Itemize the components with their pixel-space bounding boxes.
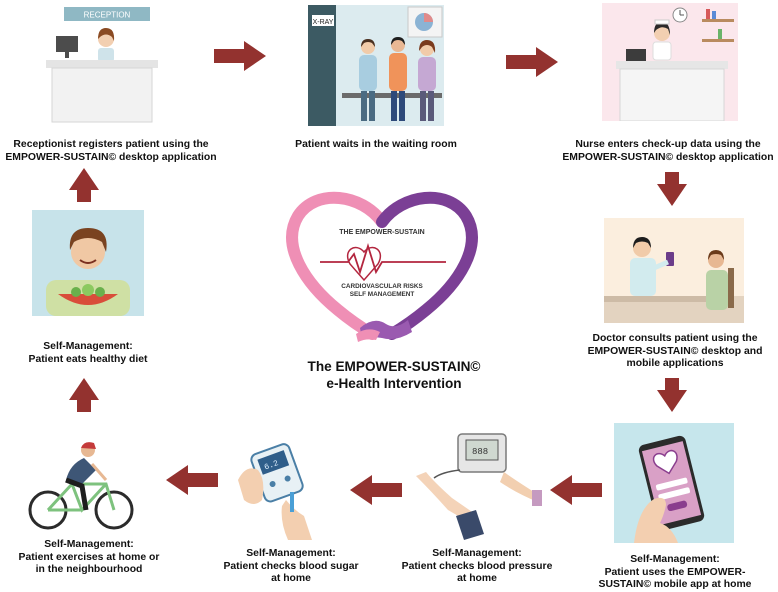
mobile-app-illustration bbox=[634, 435, 705, 543]
arrow-reception-to-waiting bbox=[214, 41, 266, 71]
reception-scene: RECEPTION bbox=[28, 4, 178, 126]
logo-bottom-text-1: CARDIOVASCULAR RISKS bbox=[341, 283, 423, 290]
waiting-room-scene: X-RAY bbox=[308, 5, 444, 126]
exercise-scene bbox=[26, 440, 138, 532]
blood-pressure-caption: Self-Management: Patient checks blood pr… bbox=[401, 548, 553, 584]
arrow-mobile-to-blood-pressure bbox=[550, 475, 602, 505]
diet-scene bbox=[32, 210, 144, 316]
diet-illustration bbox=[46, 228, 130, 316]
reception-sign: RECEPTION bbox=[84, 11, 131, 20]
arrow-diet-to-reception bbox=[69, 168, 99, 202]
doctor-scene bbox=[604, 218, 744, 323]
arrow-nurse-to-doctor bbox=[657, 172, 687, 206]
exercise-caption: Self-Management: Patient exercises at ho… bbox=[18, 539, 160, 575]
doctor-illustration bbox=[604, 237, 744, 323]
svg-text:888: 888 bbox=[472, 447, 488, 457]
blood-sugar-caption: Self-Management: Patient checks blood su… bbox=[223, 548, 359, 584]
xray-sign: X-RAY bbox=[313, 19, 334, 26]
arrow-exercise-to-diet bbox=[69, 378, 99, 412]
waiting-room-illustration: X-RAY bbox=[308, 5, 443, 126]
blood-pressure-scene: 888 bbox=[412, 432, 542, 540]
center-title: The EMPOWER-SUSTAIN© e-Health Interventi… bbox=[280, 358, 508, 392]
center-title-line-1: The EMPOWER-SUSTAIN© bbox=[307, 359, 481, 374]
arrow-waiting-to-nurse bbox=[506, 47, 558, 77]
doctor-caption: Doctor consults patient using the EMPOWE… bbox=[587, 333, 763, 369]
blood-pressure-illustration: 888 bbox=[416, 433, 542, 540]
arrow-blood-pressure-to-blood-sugar bbox=[350, 475, 402, 505]
blood-sugar-scene: 6.2 bbox=[232, 440, 332, 540]
empower-sustain-logo: THE EMPOWER-SUSTAIN CARDIOVASCULAR RISKS… bbox=[276, 188, 488, 348]
mobile-app-scene bbox=[614, 423, 734, 543]
mobile-app-caption: Self-Management: Patient uses the EMPOWE… bbox=[598, 554, 752, 590]
reception-caption: Receptionist registers patient using the… bbox=[5, 139, 217, 163]
diet-caption: Self-Management: Patient eats healthy di… bbox=[28, 341, 148, 365]
exercise-illustration bbox=[28, 442, 134, 530]
nurse-caption: Nurse enters check-up data using the EMP… bbox=[562, 139, 774, 163]
logo-top-text: THE EMPOWER-SUSTAIN bbox=[339, 229, 424, 236]
arrow-doctor-to-mobile bbox=[657, 378, 687, 412]
center-title-line-2: e-Health Intervention bbox=[326, 376, 462, 391]
reception-illustration: RECEPTION bbox=[46, 7, 158, 123]
logo-bottom-text-2: SELF MANAGEMENT bbox=[350, 291, 415, 298]
blood-sugar-illustration: 6.2 bbox=[238, 443, 312, 540]
waiting-room-caption: Patient waits in the waiting room bbox=[295, 139, 457, 150]
heart-logo-illustration: THE EMPOWER-SUSTAIN CARDIOVASCULAR RISKS… bbox=[286, 191, 478, 342]
arrow-blood-sugar-to-exercise bbox=[166, 465, 218, 495]
nurse-scene bbox=[602, 3, 738, 121]
nurse-illustration bbox=[616, 7, 734, 121]
